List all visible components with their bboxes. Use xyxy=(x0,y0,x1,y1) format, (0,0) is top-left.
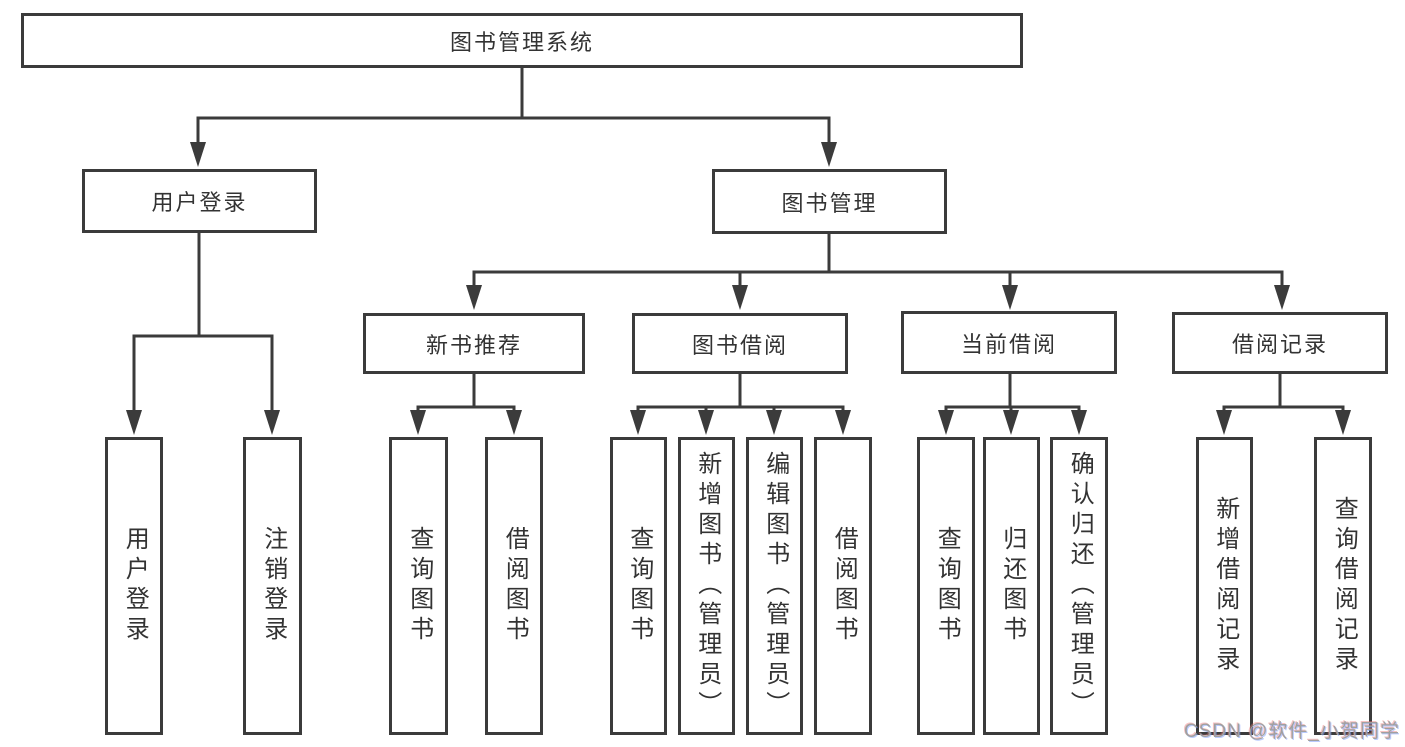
arrow-icon xyxy=(1274,285,1290,310)
arrow-icon xyxy=(732,285,748,310)
node-book-management: 图书管理 xyxy=(712,169,947,234)
node-leaf-confirm-return-admin: 确认归还（管理员） xyxy=(1050,437,1108,735)
node-label: 查询图书 xyxy=(625,526,653,646)
node-label: 借阅图书 xyxy=(830,526,858,646)
node-leaf-edit-books-admin: 编辑图书（管理员） xyxy=(746,437,803,735)
node-leaf-query-books-recommend: 查询图书 xyxy=(389,437,448,735)
arrow-icon xyxy=(698,410,714,435)
node-label: 编辑图书（管理员） xyxy=(761,451,789,721)
arrow-icon xyxy=(190,142,206,167)
arrow-icon xyxy=(466,285,482,310)
arrow-icon xyxy=(1003,410,1019,435)
node-label: 查询图书 xyxy=(933,526,961,646)
node-label: 归还图书 xyxy=(998,526,1026,646)
connector-paths xyxy=(132,68,1345,414)
node-label: 新书推荐 xyxy=(425,332,522,358)
arrowheads xyxy=(126,142,1351,435)
node-leaf-return-books: 归还图书 xyxy=(983,437,1040,735)
node-user-login: 用户登录 xyxy=(82,169,317,233)
node-label: 用户登录 xyxy=(121,526,149,646)
node-leaf-query-books-current: 查询图书 xyxy=(917,437,975,735)
arrow-icon xyxy=(821,142,837,167)
node-label: 借阅图书 xyxy=(501,526,529,646)
node-label: 当前借阅 xyxy=(960,331,1057,357)
arrow-icon xyxy=(410,410,426,435)
node-leaf-query-books-borrow: 查询图书 xyxy=(610,437,667,735)
arrow-icon xyxy=(264,410,280,435)
node-leaf-user-login: 用户登录 xyxy=(105,437,163,735)
arrow-icon xyxy=(1335,410,1351,435)
node-label: 新增图书（管理员） xyxy=(693,451,721,721)
node-root-system: 图书管理系统 xyxy=(21,13,1023,68)
node-leaf-borrow-books: 借阅图书 xyxy=(814,437,872,735)
node-label: 图书管理系统 xyxy=(449,29,594,55)
arrow-icon xyxy=(1071,410,1087,435)
node-label: 图书管理 xyxy=(781,190,878,216)
node-leaf-add-borrow-record: 新增借阅记录 xyxy=(1196,437,1253,735)
node-label: 查询借阅记录 xyxy=(1330,496,1358,676)
node-label: 查询图书 xyxy=(405,526,433,646)
arrow-icon xyxy=(1216,410,1232,435)
node-borrow-record: 借阅记录 xyxy=(1172,312,1388,374)
node-leaf-logout: 注销登录 xyxy=(243,437,302,735)
node-book-borrow: 图书借阅 xyxy=(632,313,848,374)
arrow-icon xyxy=(630,410,646,435)
node-leaf-add-books-admin: 新增图书（管理员） xyxy=(678,437,735,735)
node-label: 确认归还（管理员） xyxy=(1066,451,1094,721)
arrow-icon xyxy=(938,410,954,435)
arrow-icon xyxy=(506,410,522,435)
node-leaf-borrow-books-recommend: 借阅图书 xyxy=(485,437,543,735)
node-label: 注销登录 xyxy=(259,526,287,646)
node-label: 图书借阅 xyxy=(691,332,788,358)
arrow-icon xyxy=(766,410,782,435)
arrow-icon xyxy=(126,410,142,435)
node-current-borrow: 当前借阅 xyxy=(901,311,1117,374)
node-label: 新增借阅记录 xyxy=(1211,496,1239,676)
node-label: 借阅记录 xyxy=(1231,332,1328,357)
arrow-icon xyxy=(1002,285,1018,310)
csdn-watermark: CSDN @软件_小贺同学 xyxy=(1184,721,1400,742)
node-new-book-recommend: 新书推荐 xyxy=(363,313,585,374)
node-leaf-query-borrow-record: 查询借阅记录 xyxy=(1314,437,1372,735)
node-label: 用户登录 xyxy=(151,190,248,215)
arrow-icon xyxy=(835,410,851,435)
